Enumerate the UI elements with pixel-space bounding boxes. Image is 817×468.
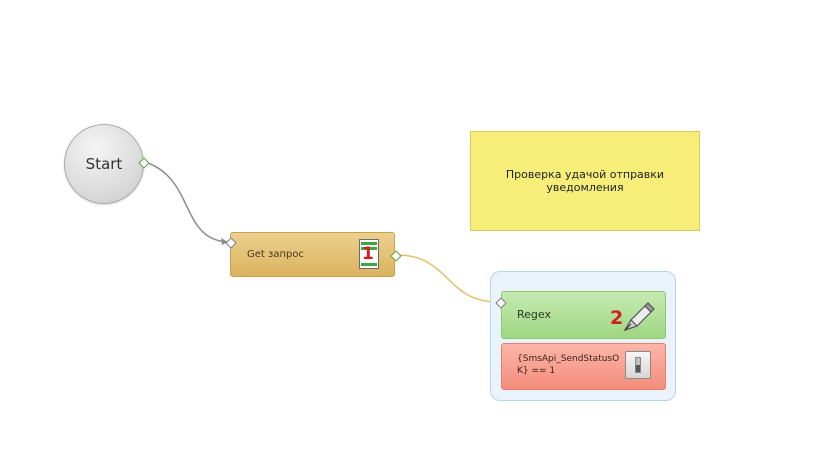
switch-icon	[625, 351, 651, 379]
regex-label: Regex	[517, 308, 551, 321]
note-text: Проверка удачой отправки уведомления	[505, 168, 665, 194]
get-request-label: Get запрос	[247, 249, 304, 260]
condition-label: {SmsApi_SendStatusOK} == 1	[517, 354, 620, 376]
condition-node[interactable]: {SmsApi_SendStatusOK} == 1	[501, 343, 666, 390]
connector-get-to-regex	[396, 254, 499, 303]
start-node[interactable]: Start	[64, 124, 144, 204]
step-badge-2: 2	[610, 307, 624, 329]
sticky-note[interactable]: Проверка удачой отправки уведомления	[470, 131, 700, 231]
regex-node[interactable]: Regex 2	[501, 291, 666, 339]
document-icon	[359, 239, 379, 269]
arrow-head-get	[221, 238, 228, 245]
step-badge-1: 1	[362, 244, 374, 264]
start-label: Start	[85, 155, 123, 173]
pen-icon	[623, 302, 655, 332]
get-request-node[interactable]: Get запрос 1	[230, 232, 395, 277]
connector-start-to-get	[144, 161, 229, 243]
